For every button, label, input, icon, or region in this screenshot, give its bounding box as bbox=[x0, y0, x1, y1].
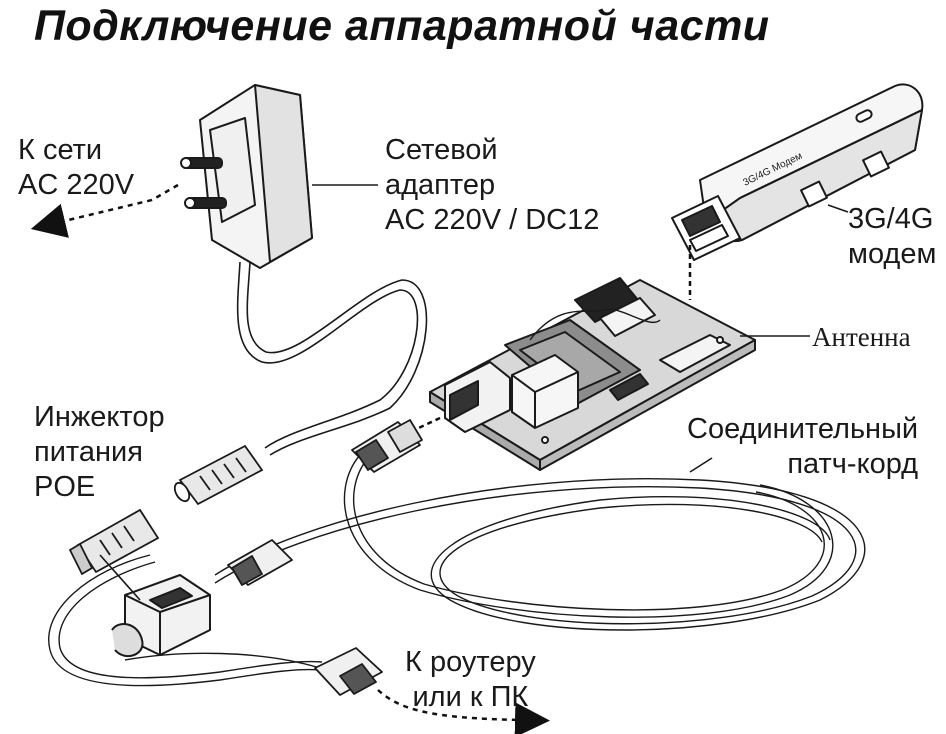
patch-cord-leader-line bbox=[689, 457, 713, 473]
rj45-connector-router bbox=[314, 647, 383, 696]
modem-label-line-2: модем bbox=[848, 238, 937, 270]
adapter-cable bbox=[236, 261, 428, 456]
injector-label: Инжектор питания POE bbox=[34, 400, 165, 505]
poe-injector bbox=[111, 574, 211, 658]
mains-label-line-2: AC 220V bbox=[18, 169, 135, 201]
mains-label-line-1: К сети bbox=[18, 134, 103, 166]
injector-label-line-2: питания bbox=[34, 436, 143, 468]
circuit-board bbox=[429, 277, 756, 471]
modem-stick: 3G/4G Модем bbox=[671, 83, 924, 261]
usb-port bbox=[511, 354, 579, 429]
patch-cord-label: Соединительный патч-корд bbox=[687, 412, 918, 482]
dc-plug-poe bbox=[68, 508, 160, 576]
patch-cord-label-line-2: патч-корд bbox=[787, 448, 919, 480]
adapter-label-line-3: AC 220V / DC12 bbox=[385, 204, 600, 236]
injector-label-line-1: Инжектор bbox=[34, 401, 165, 433]
router-arrow bbox=[377, 689, 550, 734]
modem-label-line-1: 3G/4G bbox=[848, 203, 934, 235]
rj45-connector-poe bbox=[227, 539, 293, 586]
adapter-label: Сетевой адаптер AC 220V / DC12 bbox=[385, 133, 599, 238]
router-label-line-1: К роутеру bbox=[405, 646, 536, 678]
rj45-connector-board bbox=[351, 419, 423, 473]
injector-leader-line bbox=[99, 554, 141, 601]
injector-label-line-3: POE bbox=[34, 471, 96, 503]
dc-plug-adapter bbox=[173, 444, 264, 506]
antenna-label: Антенна bbox=[812, 322, 911, 352]
page-title: Подключение аппаратной части bbox=[34, 2, 770, 50]
router-label-line-2: или к ПК bbox=[412, 681, 529, 713]
patch-cord-label-line-1: Соединительный bbox=[687, 413, 919, 445]
adapter-label-line-2: адаптер bbox=[385, 169, 496, 201]
patch-cord-loops bbox=[214, 454, 866, 631]
router-label: К роутеру или к ПК bbox=[405, 645, 536, 715]
mains-label: К сети AC 220V bbox=[18, 133, 134, 203]
power-adapter bbox=[180, 84, 313, 269]
adapter-label-line-1: Сетевой bbox=[385, 134, 498, 166]
mains-arrow bbox=[30, 183, 179, 238]
modem-label: 3G/4G модем bbox=[848, 202, 936, 272]
modem-leader-line bbox=[827, 204, 849, 213]
router-cable bbox=[48, 554, 323, 687]
